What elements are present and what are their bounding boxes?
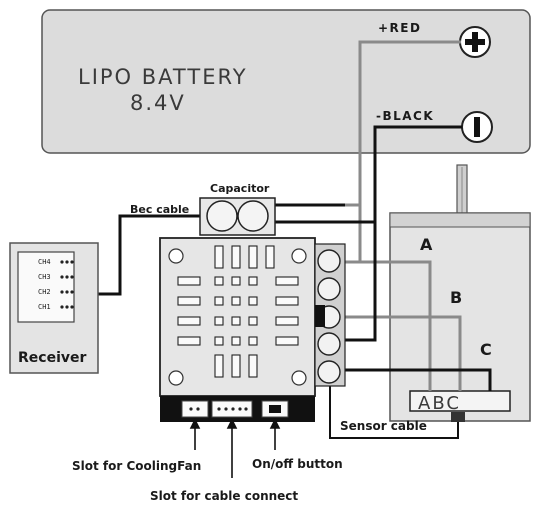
receiver-header [17,251,75,323]
positive-terminal [459,26,491,58]
receiver-ch1: CH1 [38,303,51,311]
esc-output-4 [317,332,341,356]
plus-icon-v [472,32,478,52]
esc-output-2 [317,277,341,301]
battery-voltage: 8.4V [130,91,186,115]
phase-a-label: A [420,235,433,254]
cable-connect-pins [217,407,248,411]
receiver-pins [60,260,74,309]
capacitor-cell-1 [206,200,238,232]
receiver: CH4 CH3 CH2 CH1 Receiver [9,242,99,374]
negative-label: -BLACK [376,109,434,123]
cooling-fan-slot [181,400,209,418]
esc-heatsink-fins [177,245,299,378]
esc-hole-br [291,370,307,386]
esc-hole-tl [168,248,184,264]
battery-body [41,9,531,154]
receiver-label: Receiver [18,350,86,366]
on-off-button-label: On/off button [252,457,343,471]
battery-title: LIPO BATTERY [78,65,248,89]
cooling-fan-label: Slot for CoolingFan [72,459,201,473]
esc-output-5 [317,360,341,384]
lipo-battery: LIPO BATTERY 8.4V +RED -BLACK [41,9,531,154]
capacitor: Capacitor [199,182,276,236]
on-off-button-knob [269,405,281,413]
receiver-ch3: CH3 [38,273,51,281]
positive-label: +RED [378,21,421,35]
capacitor-label: Capacitor [210,182,270,195]
esc-output-1 [317,249,341,273]
phase-c-label: C [480,340,492,359]
minus-icon [474,117,480,137]
bec-cable-label: Bec cable [130,203,189,216]
motor-terminal-label: ABC [418,393,461,414]
receiver-ch4: CH4 [38,258,51,266]
sensor-port [315,305,325,327]
esc-hole-bl [168,370,184,386]
cable-connect-label: Slot for cable connect [150,489,298,503]
cooling-fan-pins [189,407,200,411]
esc-hole-tr [291,248,307,264]
phase-b-label: B [450,288,462,307]
capacitor-cell-2 [237,200,269,232]
sensor-cable-label: Sensor cable [340,419,427,433]
callout-arrows [189,418,281,478]
sensor-connector [451,412,465,422]
receiver-ch2: CH2 [38,288,51,296]
motor-top-band [389,212,531,228]
wires-grey [338,40,462,391]
esc [159,237,346,422]
negative-terminal [461,111,493,143]
